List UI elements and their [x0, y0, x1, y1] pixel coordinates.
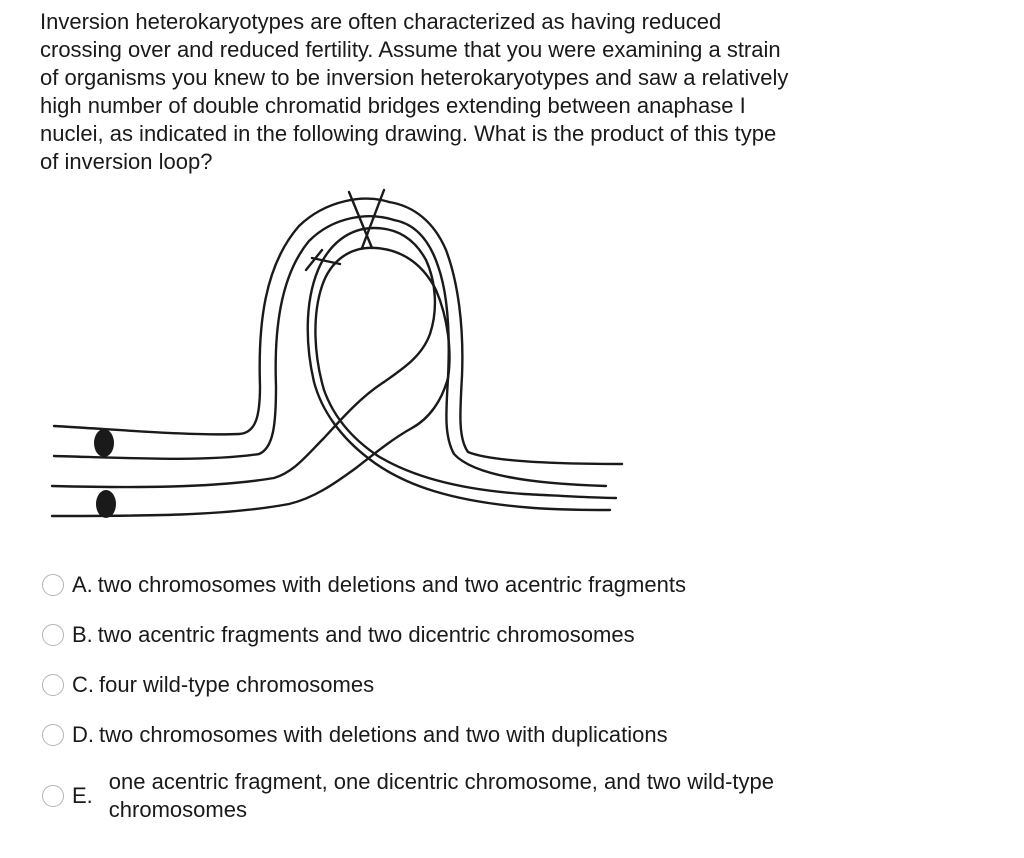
- chromatid-left-1: [52, 197, 391, 436]
- choice-e-text: one acentric fragment, one dicentric chr…: [108, 769, 775, 822]
- centromere-2: [96, 490, 116, 518]
- choice-b-letter: B.: [72, 622, 93, 647]
- choice-b[interactable]: B. two acentric fragments and two dicent…: [42, 610, 942, 660]
- chromatid-right-4: [314, 246, 618, 500]
- crossover-mark-4: [304, 248, 324, 272]
- chromatid-right-1: [387, 200, 624, 466]
- choice-a-text: two chromosomes with deletions and two a…: [97, 572, 686, 597]
- crossover-mark-1: [347, 190, 374, 250]
- radio-button-c[interactable]: [42, 674, 64, 696]
- choice-c[interactable]: C. four wild-type chromosomes: [42, 660, 942, 710]
- choice-a[interactable]: A. two chromosomes with deletions and tw…: [42, 560, 942, 610]
- crossover-mark-2: [360, 188, 386, 250]
- radio-button-b[interactable]: [42, 624, 64, 646]
- inversion-loop-diagram: [50, 188, 624, 518]
- radio-button-a[interactable]: [42, 574, 64, 596]
- choice-e-letter: E.: [72, 783, 93, 808]
- chromatid-left-3: [50, 380, 386, 489]
- choice-a-letter: A.: [72, 572, 93, 597]
- choice-e[interactable]: E. one acentric fragment, one dicentric …: [42, 764, 942, 828]
- choice-d-letter: D.: [72, 722, 94, 747]
- choice-c-letter: C.: [72, 672, 94, 697]
- choice-d-text: two chromosomes with deletions and two w…: [99, 722, 668, 747]
- choice-b-text: two acentric fragments and two dicentric…: [97, 622, 635, 647]
- choice-c-text: four wild-type chromosomes: [99, 672, 375, 697]
- choice-d[interactable]: D. two chromosomes with deletions and tw…: [42, 710, 942, 760]
- chromatid-right-3: [306, 226, 612, 512]
- chromatid-left-4: [50, 426, 414, 518]
- radio-button-d[interactable]: [42, 724, 64, 746]
- crossover-mark-3: [310, 256, 342, 266]
- answer-choices: A. two chromosomes with deletions and tw…: [42, 560, 942, 828]
- radio-button-e[interactable]: [42, 785, 64, 807]
- centromere-1: [94, 429, 114, 457]
- question-text: Inversion heterokaryotypes are often cha…: [40, 9, 789, 174]
- chromatid-left-2: [52, 215, 396, 460]
